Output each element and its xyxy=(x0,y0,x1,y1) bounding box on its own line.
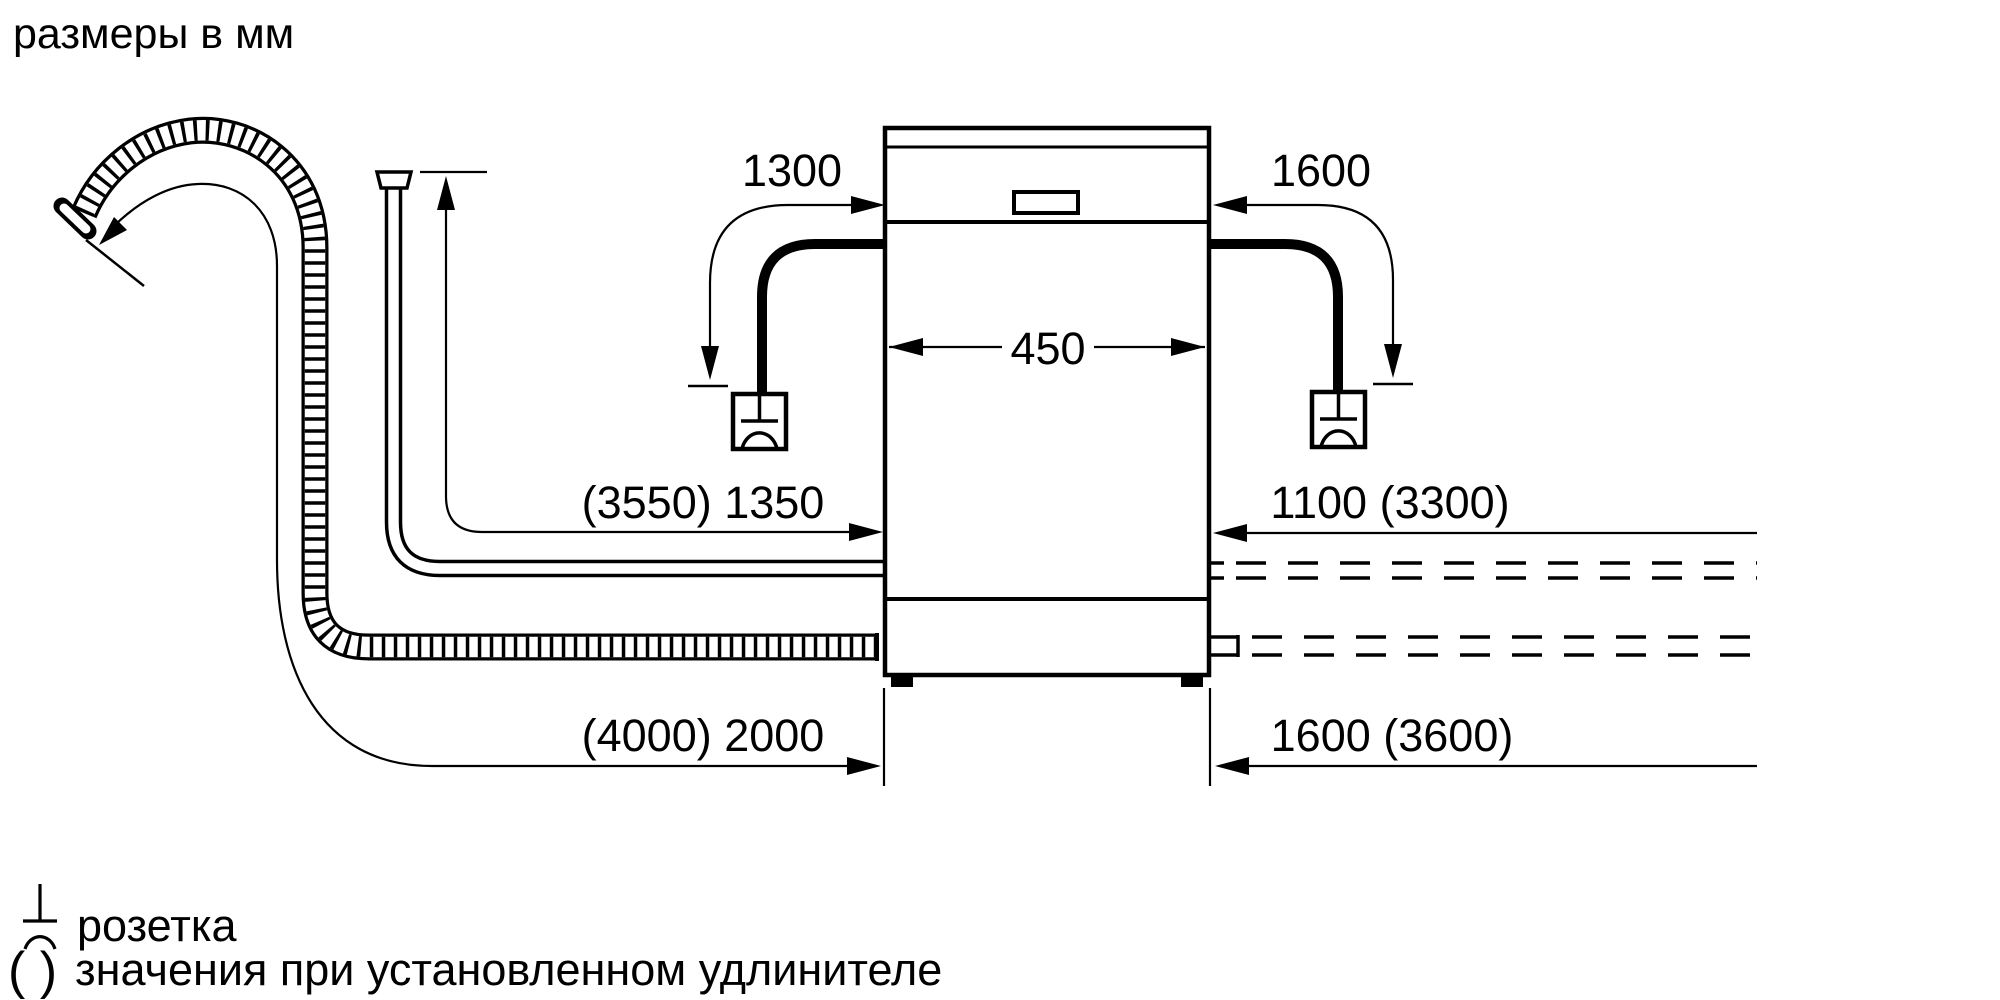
arrowhead-right-icon xyxy=(1171,338,1205,356)
legend: розетка ( ) значения при установленном у… xyxy=(8,884,942,1000)
drain-hose-end-cap-inner xyxy=(59,203,91,234)
hose-end-tick xyxy=(85,239,145,287)
dim-drain-left: (4000) 2000 xyxy=(85,182,886,786)
arrowhead-right-icon xyxy=(851,196,885,214)
dim-supply-left: (3550) 1350 xyxy=(420,170,883,541)
arrowhead-left-icon xyxy=(889,338,923,356)
dim-curve xyxy=(1247,203,1395,344)
dim-width-label: 450 xyxy=(1010,323,1085,374)
water-tap-cap xyxy=(374,170,414,190)
arrowhead-down-icon xyxy=(701,346,719,380)
dim-cable-right-label: 1600 xyxy=(1271,145,1371,196)
dim-cable-left-label: 1300 xyxy=(742,145,842,196)
arrowhead-left-icon xyxy=(1215,757,1249,775)
socket-symbol-arc xyxy=(23,935,57,950)
dishwasher xyxy=(882,125,1212,687)
arrowhead-up-icon xyxy=(437,176,455,210)
dim-curve xyxy=(708,203,851,346)
dishwasher-foot-left xyxy=(891,675,913,687)
dim-cable-left-1300: 1300 xyxy=(688,145,885,388)
arrowhead-down-left-icon xyxy=(99,217,127,245)
dim-right-upper: 1100 (3300) xyxy=(1213,477,1757,542)
dishwasher-foot-right xyxy=(1181,675,1203,687)
cable-left-line xyxy=(757,239,890,392)
legend-parentheses-symbol: ( ) xyxy=(8,942,57,1000)
drain-hose-interior xyxy=(74,119,878,658)
dim-width-450: 450 xyxy=(889,323,1205,374)
dishwasher-handle xyxy=(1012,190,1080,215)
dim-right-lower: 1600 (3600) xyxy=(1208,688,1757,786)
dim-right-lower-label: 1600 (3600) xyxy=(1271,710,1514,761)
legend-parentheses-label: значения при установленном удлинителе xyxy=(75,944,942,995)
socket-symbol-icon xyxy=(23,884,57,950)
dim-cable-right-1600: 1600 xyxy=(1213,145,1413,386)
water-pipe-interior xyxy=(388,186,890,574)
arrowhead-down-icon xyxy=(1384,344,1402,378)
power-cable-left xyxy=(730,239,890,452)
power-cable-right xyxy=(1204,239,1368,450)
dim-supply-left-label: (3550) 1350 xyxy=(582,477,825,528)
page-title: размеры в мм xyxy=(13,10,294,58)
drain-hose xyxy=(53,116,879,661)
dishwasher-outline xyxy=(882,125,1212,678)
arrowhead-right-icon xyxy=(847,757,881,775)
cable-right-line xyxy=(1204,239,1343,390)
dim-curve xyxy=(444,210,849,534)
arrowhead-right-icon xyxy=(849,523,883,541)
dim-right-upper-label: 1100 (3300) xyxy=(1270,477,1509,528)
arrowhead-left-icon xyxy=(1213,196,1247,214)
arrowhead-left-icon xyxy=(1213,524,1247,542)
extension-hoses-right xyxy=(1209,561,1757,657)
socket-left-arc xyxy=(740,431,779,450)
water-pipe xyxy=(374,170,890,578)
dim-drain-left-label: (4000) 2000 xyxy=(582,710,825,761)
legend-socket-label: розетка xyxy=(77,900,237,951)
socket-right-arc xyxy=(1319,429,1358,448)
dim-curve xyxy=(112,182,847,768)
